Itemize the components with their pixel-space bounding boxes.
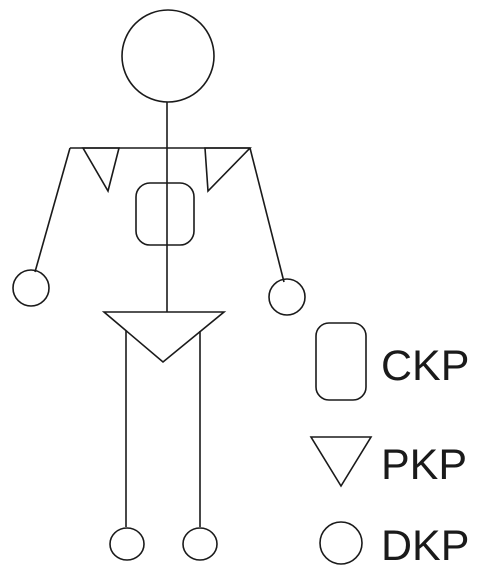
right-foot-dkp-circle	[182, 527, 218, 561]
torso-ckp-rect	[135, 182, 195, 246]
legend-pkp-label: PKP	[381, 441, 468, 489]
left-arm-line	[34, 147, 71, 273]
left-foot-dkp-circle	[109, 527, 145, 561]
pelvis-pkp-triangle	[101, 311, 227, 364]
right-shoulder-pkp-triangle	[204, 147, 252, 193]
right-arm-line	[249, 147, 285, 283]
left-shoulder-pkp-triangle	[81, 147, 121, 194]
legend-dkp-label: DKP	[381, 522, 470, 570]
left-hand-dkp-circle	[12, 269, 50, 307]
legend-pkp-symbol	[309, 436, 373, 488]
legend-ckp-symbol	[315, 322, 367, 401]
legend-dkp-symbol	[319, 521, 363, 565]
head-circle	[121, 9, 215, 103]
legend-ckp-label: CKP	[381, 342, 470, 390]
right-hand-dkp-circle	[268, 278, 306, 316]
